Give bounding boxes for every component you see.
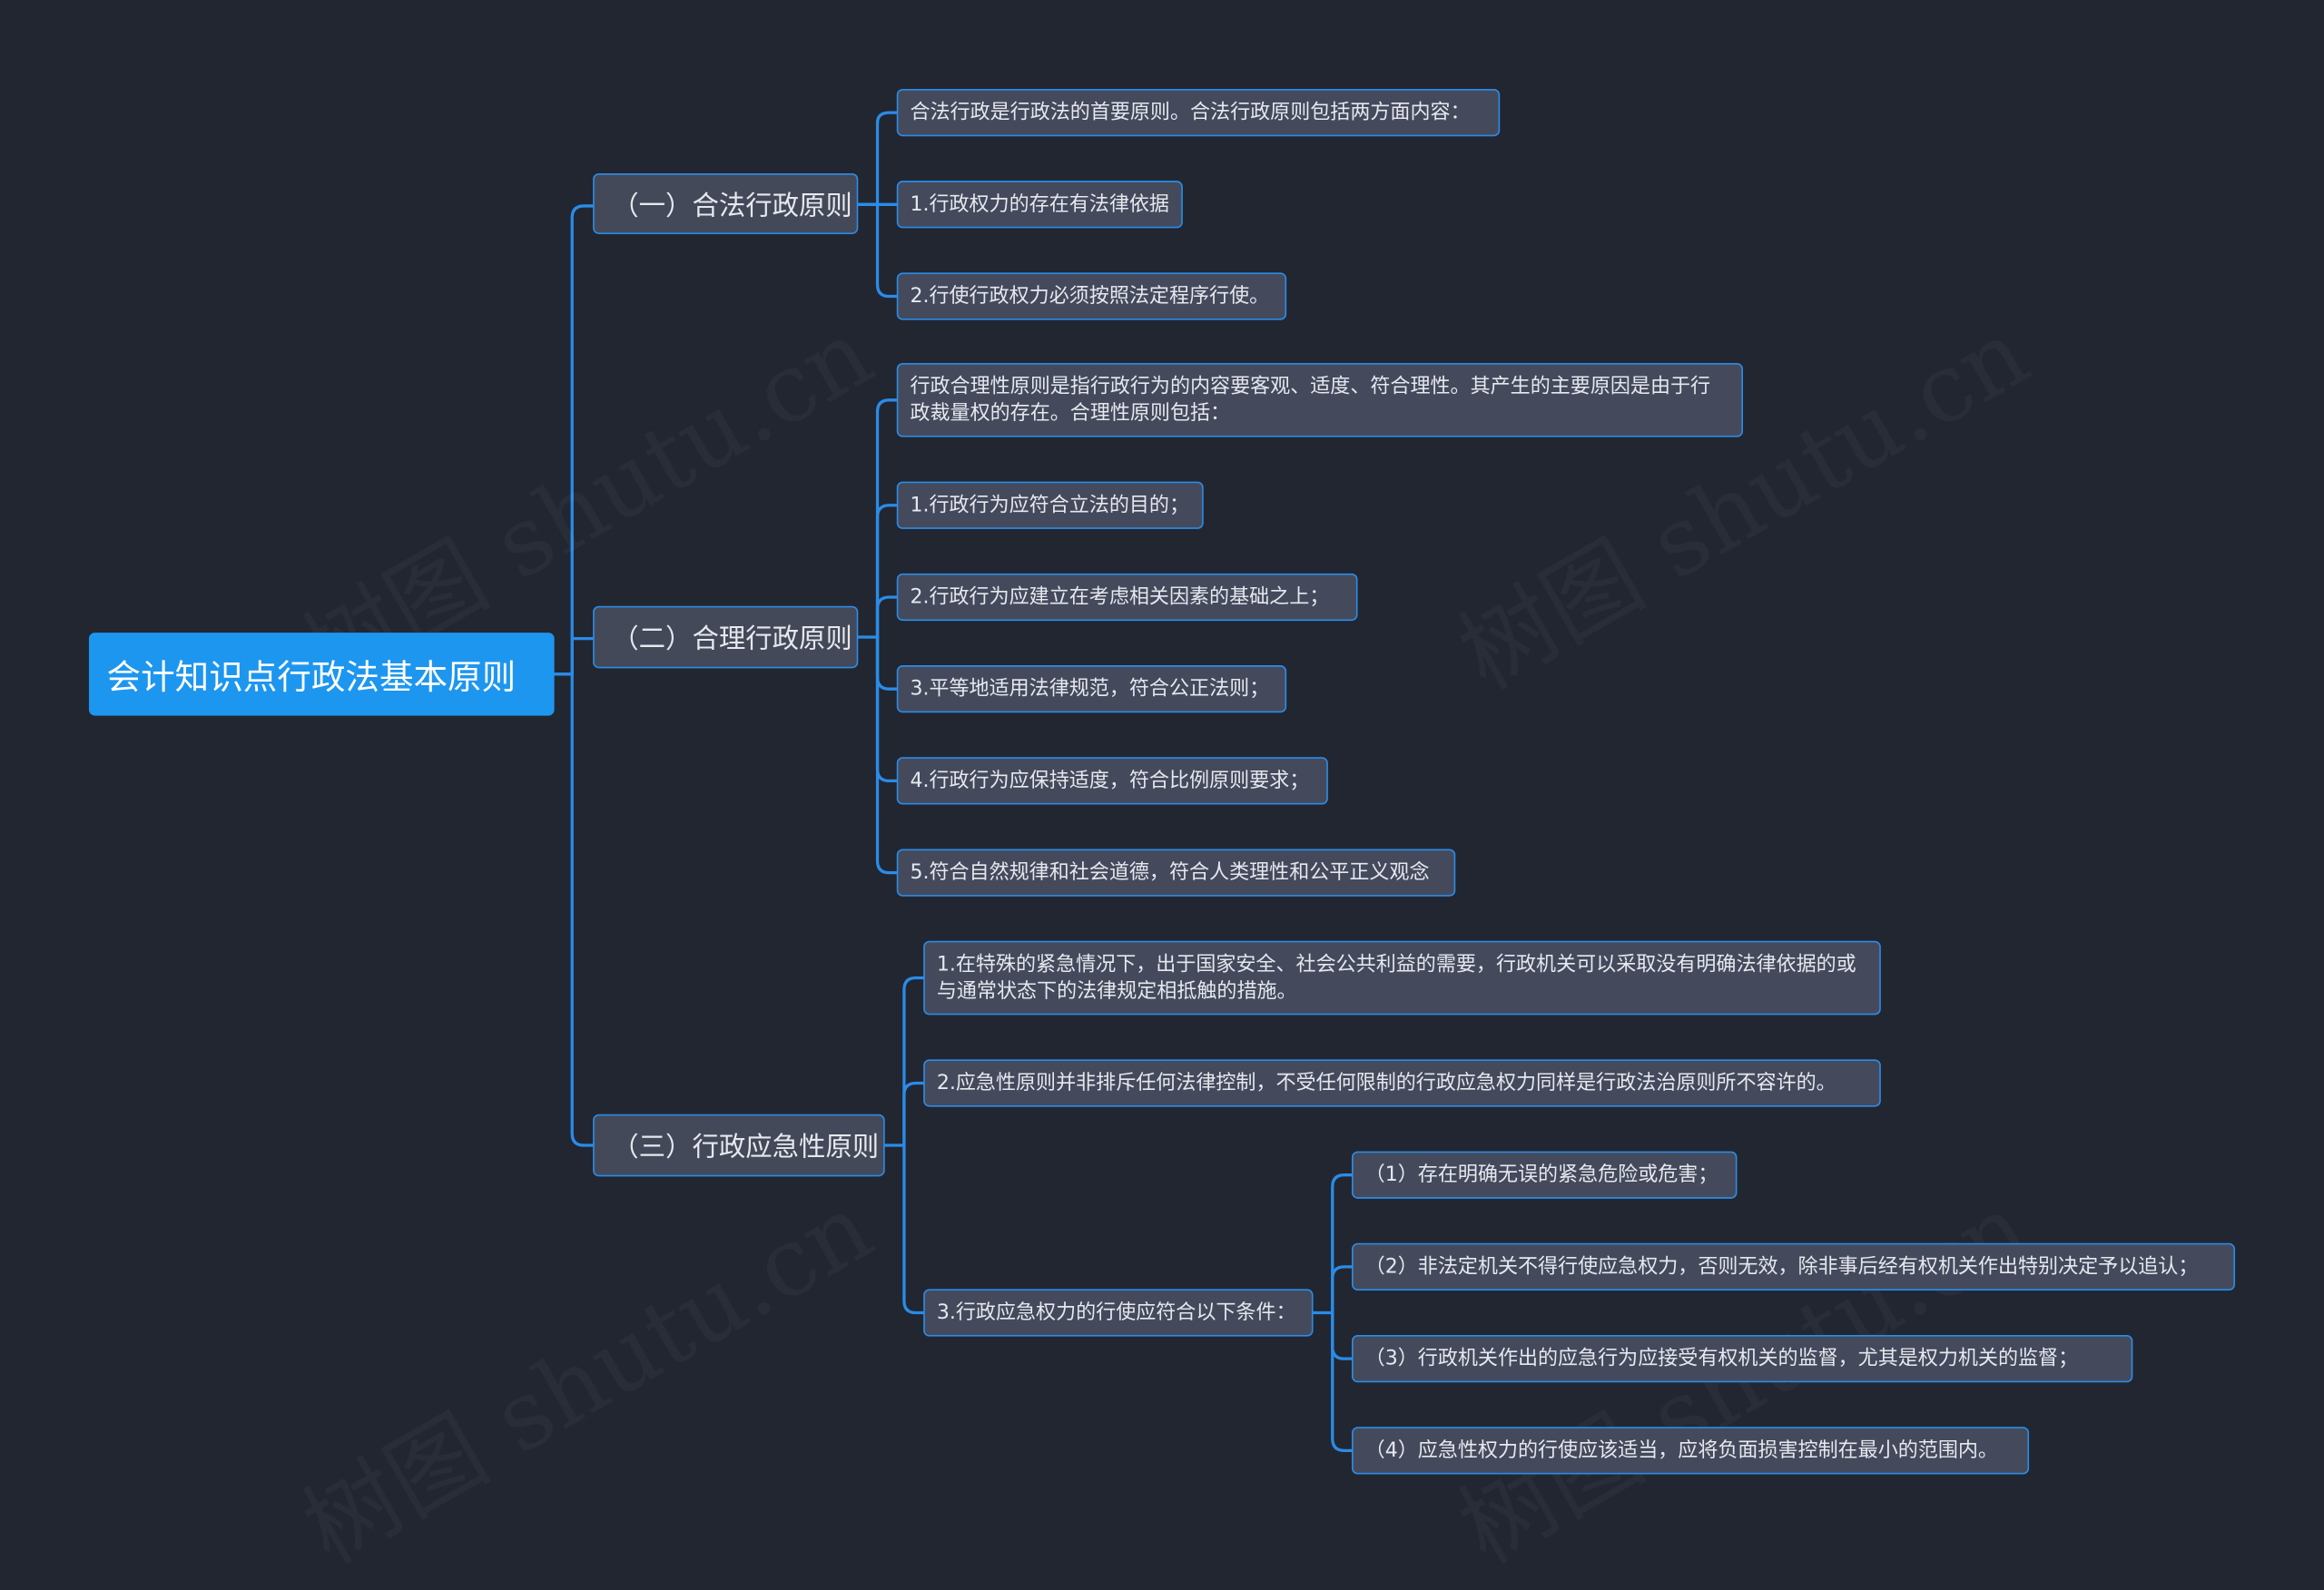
leaf-text: 2.行政行为应建立在考虑相关因素的基础之上；	[910, 584, 1330, 610]
edge-b2-leaf-4	[875, 635, 899, 691]
condition-text: （3）行政机关作出的应急行为应接受有权机关的监督，尤其是权力机关的监督；	[1364, 1347, 2079, 1371]
branch-label: （二）合理行政原则	[612, 623, 852, 655]
branch-emergency-administration[interactable]: （三）行政应急性原则	[593, 1114, 885, 1177]
leaf-node[interactable]: 行政合理性原则是指行政行为的内容要客观、适度、符合理性。其产生的主要原因是由于行…	[896, 362, 1743, 437]
leaf-node[interactable]: 3.平等地适用法律规范，符合公正法则；	[896, 665, 1287, 713]
leaf-text: 4.行政行为应保持适度，符合比例原则要求；	[910, 769, 1310, 793]
condition-node[interactable]: （1）存在明确无误的紧急危险或危害；	[1351, 1151, 1738, 1199]
branch-legal-administration[interactable]: （一）合法行政原则	[593, 173, 859, 234]
edge-b2-leaf-6	[875, 635, 899, 875]
leaf-text: 2.应急性原则并非排斥任何法律控制，不受任何限制的行政应急权力同样是行政法治原则…	[936, 1071, 1837, 1095]
leaf-node[interactable]: 1.行政行为应符合立法的目的；	[896, 481, 1204, 529]
condition-node[interactable]: （2）非法定机关不得行使应急权力，否则无效，除非事后经有权机关作出特别决定予以追…	[1351, 1242, 2236, 1291]
leaf-node[interactable]: 2.应急性原则并非排斥任何法律控制，不受任何限制的行政应急权力同样是行政法治原则…	[923, 1059, 1881, 1107]
leaf-text: 3.平等地适用法律规范，符合公正法则；	[910, 677, 1270, 702]
leaf-node[interactable]: 4.行政行为应保持适度，符合比例原则要求；	[896, 757, 1328, 805]
edge-b3-leaf-1	[883, 976, 925, 1147]
edge-root-branch-2	[552, 637, 595, 676]
edge-b1-leaf-1	[856, 111, 899, 206]
leaf-text: 1.在特殊的紧急情况下，出于国家安全、社会公共利益的需要，行政机关可以采取没有明…	[936, 952, 1856, 1004]
edge-cond-1	[1311, 1173, 1354, 1315]
edge-b1-leaf-3	[856, 202, 899, 299]
leaf-node[interactable]: 2.行使行政权力必须按照法定程序行使。	[896, 272, 1287, 320]
branch-label: （三）行政应急性原则	[612, 1132, 880, 1163]
edge-root-branch-1	[552, 204, 595, 676]
condition-text: （4）应急性权力的行使应该适当，应将负面损害控制在最小的范围内。	[1364, 1438, 1998, 1463]
edge-b2-leaf-1	[856, 398, 899, 639]
leaf-text: 1.行政权力的存在有法律依据	[910, 192, 1169, 217]
leaf-text: 合法行政是行政法的首要原则。合法行政原则包括两方面内容：	[910, 101, 1471, 125]
root-node[interactable]: 会计知识点行政法基本原则	[88, 633, 555, 716]
branch-reasonable-administration[interactable]: （二）合理行政原则	[593, 605, 859, 669]
edge-root-branch-3	[552, 672, 595, 1147]
leaf-text: 1.行政行为应符合立法的目的；	[910, 493, 1190, 517]
leaf-text: 3.行政应急权力的行使应符合以下条件：	[936, 1300, 1296, 1325]
leaf-node[interactable]: 2.行政行为应建立在考虑相关因素的基础之上；	[896, 573, 1358, 622]
edge-b3-leaf-3	[902, 1143, 925, 1315]
leaf-node[interactable]: 1.在特殊的紧急情况下，出于国家安全、社会公共利益的需要，行政机关可以采取没有明…	[923, 940, 1881, 1016]
edge-b2-leaf-2	[875, 504, 899, 639]
leaf-node[interactable]: 1.行政权力的存在有法律依据	[896, 181, 1183, 229]
edge-b2-leaf-5	[875, 635, 899, 783]
edge-cond-2	[1331, 1265, 1354, 1315]
branch-label: （一）合法行政原则	[612, 190, 852, 222]
edge-b2-leaf-3	[875, 595, 899, 639]
edge-cond-4	[1331, 1310, 1354, 1452]
condition-text: （1）存在明确无误的紧急危险或危害；	[1364, 1163, 1718, 1187]
leaf-text: 行政合理性原则是指行政行为的内容要客观、适度、符合理性。其产生的主要原因是由于行…	[910, 375, 1711, 426]
edge-cond-3	[1331, 1310, 1354, 1360]
edge-b3-leaf-2	[902, 1081, 925, 1147]
condition-node[interactable]: （4）应急性权力的行使应该适当，应将负面损害控制在最小的范围内。	[1351, 1427, 2030, 1475]
leaf-text: 2.行使行政权力必须按照法定程序行使。	[910, 284, 1270, 309]
condition-node[interactable]: （3）行政机关作出的应急行为应接受有权机关的监督，尤其是权力机关的监督；	[1351, 1335, 2133, 1383]
leaf-node[interactable]: 合法行政是行政法的首要原则。合法行政原则包括两方面内容：	[896, 88, 1501, 137]
root-label: 会计知识点行政法基本原则	[106, 659, 517, 698]
leaf-node[interactable]: 3.行政应急权力的行使应符合以下条件：	[923, 1289, 1314, 1337]
leaf-node[interactable]: 5.符合自然规律和社会道德，符合人类理性和公平正义观念	[896, 849, 1456, 897]
condition-text: （2）非法定机关不得行使应急权力，否则无效，除非事后经有权机关作出特别决定予以追…	[1364, 1254, 2199, 1279]
leaf-text: 5.符合自然规律和社会道德，符合人类理性和公平正义观念	[910, 860, 1430, 885]
